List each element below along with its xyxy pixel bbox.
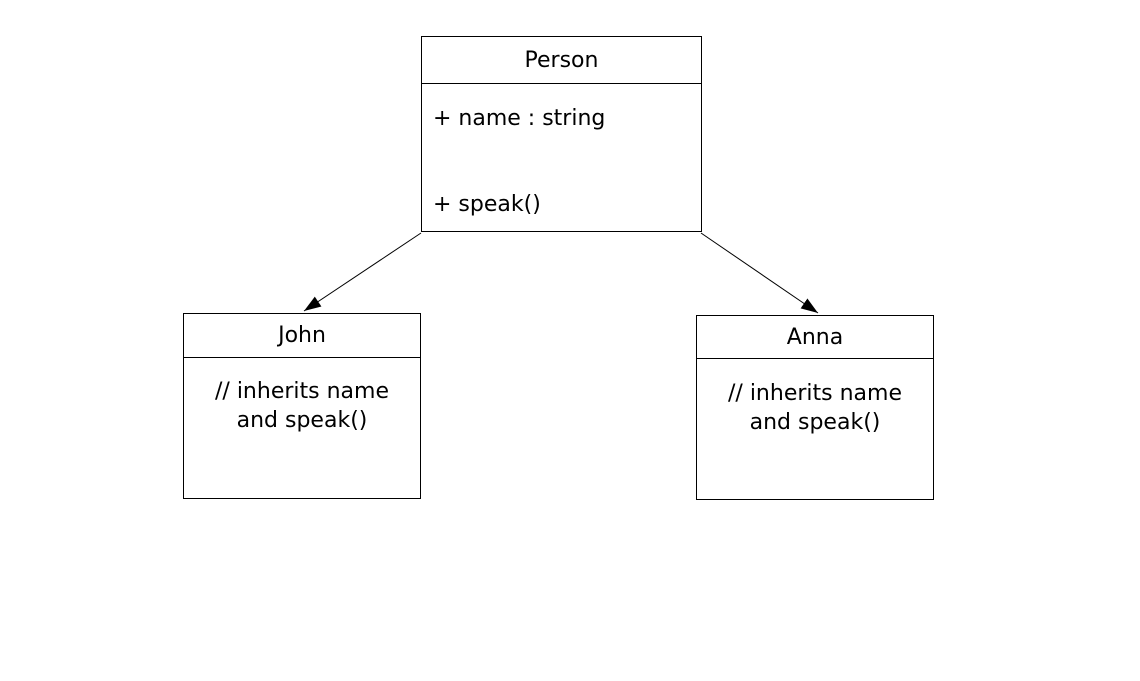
class-title-anna: Anna	[786, 324, 844, 350]
inherits-note-line1: // inherits name	[728, 380, 902, 406]
class-box-john: John // inherits name and speak()	[183, 313, 421, 499]
attribute-name-string: + name : string	[433, 106, 606, 131]
class-header-person: Person	[422, 37, 701, 84]
arrow-person-to-anna	[700, 232, 819, 314]
class-box-person: Person + name : string + speak()	[421, 36, 702, 232]
class-title-john: John	[278, 323, 326, 348]
method-speak: + speak()	[433, 192, 541, 217]
class-body-anna: // inherits name and speak()	[697, 316, 933, 499]
inherits-note-line1: // inherits name	[215, 379, 389, 404]
arrow-person-to-john	[303, 232, 422, 312]
inherits-note-line2: and speak()	[749, 409, 881, 435]
class-body-john: // inherits name and speak()	[184, 314, 420, 498]
class-title-person: Person	[524, 47, 599, 73]
inherits-note-line2: and speak()	[236, 408, 368, 433]
class-box-anna: Anna // inherits name and speak()	[696, 315, 934, 500]
class-header-john: John	[184, 314, 420, 358]
class-header-anna: Anna	[697, 316, 933, 359]
